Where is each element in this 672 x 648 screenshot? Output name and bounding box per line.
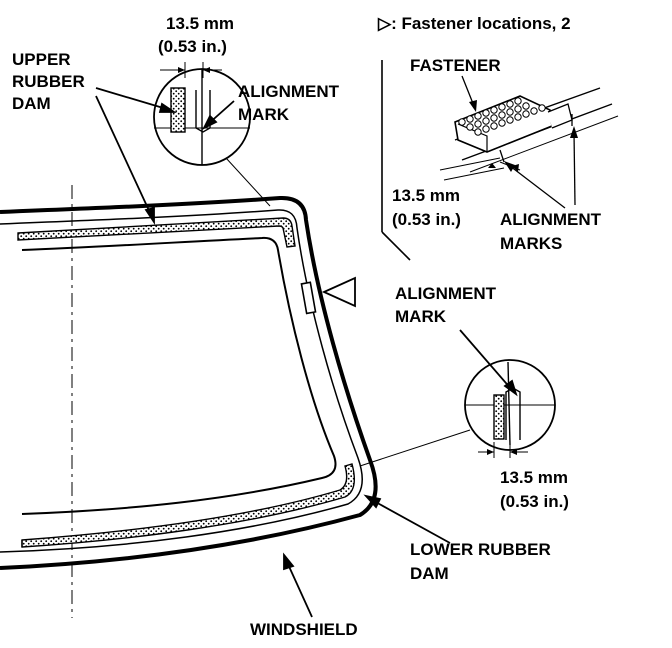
alignment-marks-label-line2: MARKS <box>500 234 563 253</box>
top-alignment-mark-label-line2: MARK <box>238 105 289 124</box>
upper-rubber-dam-label-line3: DAM <box>12 94 51 113</box>
upper-rubber-dam-label-line2: RUBBER <box>12 72 85 91</box>
top-alignment-mark-label-line1: ALIGNMENT <box>238 82 340 101</box>
top-dimension-mm: 13.5 mm <box>166 14 235 33</box>
leader-lines <box>95 87 518 618</box>
upper-rubber-dam-label-line1: UPPER <box>12 50 71 69</box>
windshield-outer-edge <box>0 195 378 570</box>
windshield-label: WINDSHIELD <box>250 620 358 639</box>
lower-rubber-dam-label-line1: LOWER RUBBER <box>410 540 551 559</box>
right-alignment-mark-label-line2: MARK <box>395 307 446 326</box>
lower-rubber-dam-label-line2: DAM <box>410 564 449 583</box>
fastener-slot <box>300 281 317 315</box>
top-dimension-in: (0.53 in.) <box>158 37 227 56</box>
fastener-location-marker-icon <box>321 276 356 308</box>
right-callout-line <box>359 429 471 467</box>
inset-dimension-mm: 13.5 mm <box>392 186 461 205</box>
windshield-inner-edge <box>0 209 363 553</box>
upper-rubber-dam <box>17 217 296 248</box>
right-detail-callout <box>464 359 556 458</box>
upper-callout-line <box>225 157 271 207</box>
upper-detail-callout <box>153 62 251 166</box>
right-dimension-mm: 13.5 mm <box>500 468 569 487</box>
glass-edge <box>21 236 337 515</box>
inset-dimension-in: (0.53 in.) <box>392 210 461 229</box>
alignment-marks-label-line1: ALIGNMENT <box>500 210 602 229</box>
right-alignment-mark-label-line1: ALIGNMENT <box>395 284 497 303</box>
fastener-legend: ▷: Fastener locations, 2 <box>378 14 571 33</box>
fastener-label: FASTENER <box>410 56 501 75</box>
fastener-inset <box>381 60 619 261</box>
right-dimension-in: (0.53 in.) <box>500 492 569 511</box>
